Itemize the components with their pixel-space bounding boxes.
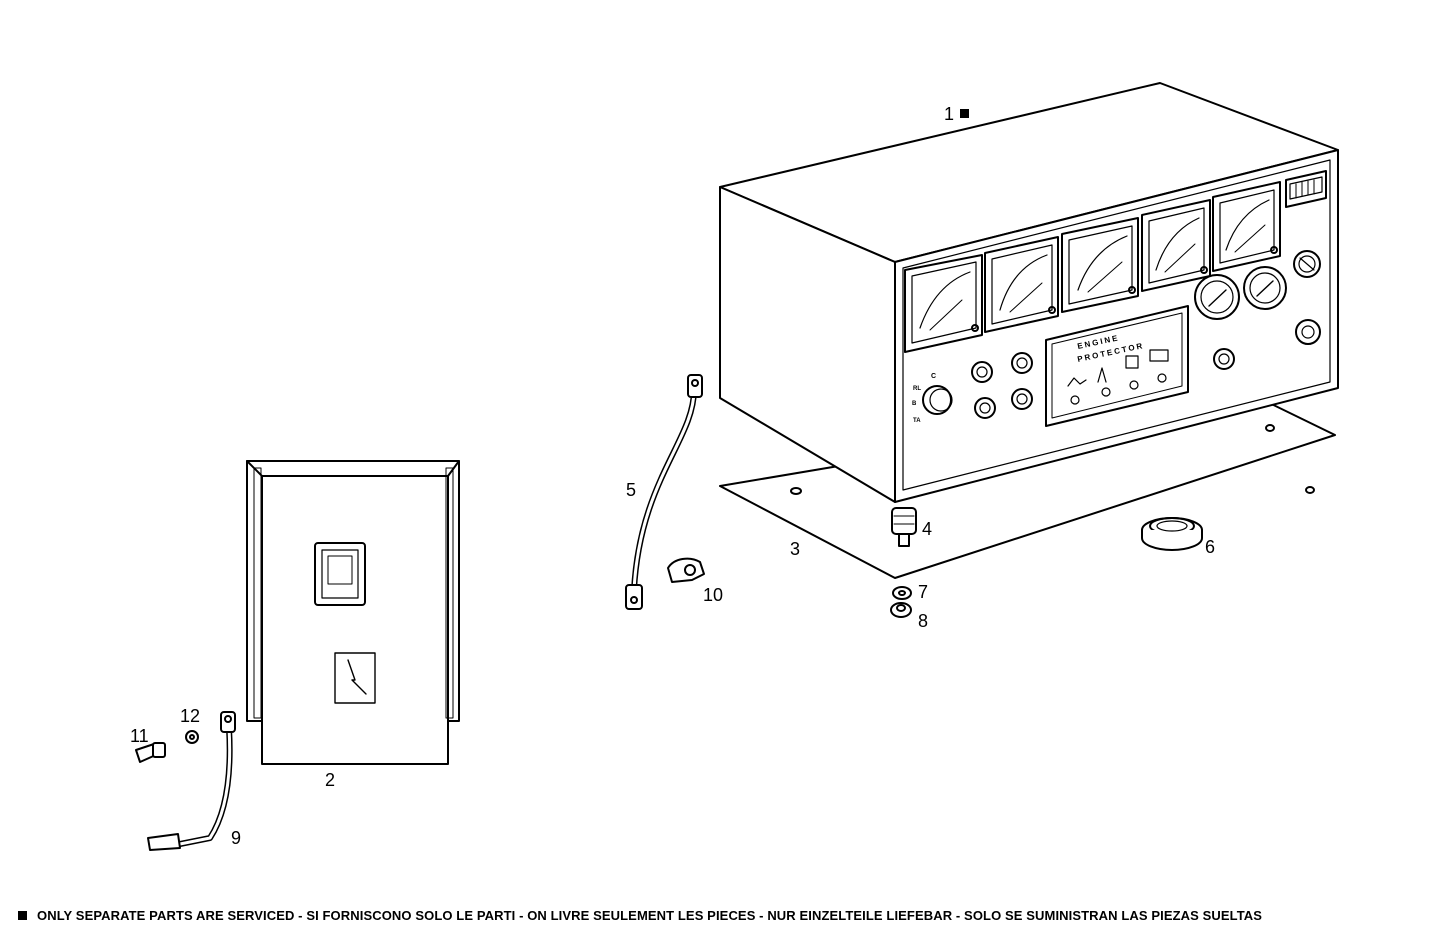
callout-1-marker [960,109,969,118]
meter-4 [1141,199,1211,292]
meter-3 [1061,217,1139,313]
indicator-lamp-5 [1213,348,1235,370]
cover-window [314,542,366,606]
selector-switch-left [922,385,953,415]
selector-knob-right [1293,250,1321,278]
engine-protector-panel [1045,305,1189,427]
nut [890,602,912,618]
callout-8: 8 [918,611,928,631]
round-gauge-1 [1194,274,1240,320]
callout-4: 4 [922,519,932,539]
callout-12: 12 [180,706,200,726]
switch-mark-b: B [912,401,917,407]
hour-counter [1285,170,1327,208]
switch-mark-ta: TA [913,418,921,424]
indicator-lamp-4 [1011,388,1033,410]
washer [892,586,912,600]
switch-mark-rl: RL [913,386,921,392]
footer-note-text: ONLY SEPARATE PARTS ARE SERVICED - SI FO… [37,908,1263,923]
battery-cable [147,711,236,851]
indicator-lamp-1 [971,361,993,383]
footer-note: ONLY SEPARATE PARTS ARE SERVICED - SI FO… [18,908,1428,923]
callout-6: 6 [1205,537,1215,557]
indicator-lamp-3 [974,397,996,419]
meter-5 [1212,181,1281,272]
cable-clamp [667,557,705,583]
callout-3: 3 [790,539,800,559]
ground-cable [625,374,703,610]
grommet [1141,517,1203,551]
key-switch [1295,319,1321,345]
high-voltage-warning-sign [334,652,376,704]
round-gauge-2 [1243,266,1287,310]
switch-mark-c: C [931,373,936,380]
cover-panel [246,460,460,765]
callout-9: 9 [231,828,241,848]
small-washer [185,730,199,744]
callout-2: 2 [325,770,335,790]
callout-1: 1 [944,104,954,124]
callout-10: 10 [703,585,723,605]
meter-1 [904,254,983,353]
bolt [135,742,166,763]
vibration-mount [891,507,917,547]
footer-bullet [18,911,27,920]
meter-2 [984,236,1059,333]
callout-5: 5 [626,480,636,500]
callout-11: 11 [130,726,149,746]
callout-7: 7 [918,582,928,602]
indicator-lamp-2 [1011,352,1033,374]
